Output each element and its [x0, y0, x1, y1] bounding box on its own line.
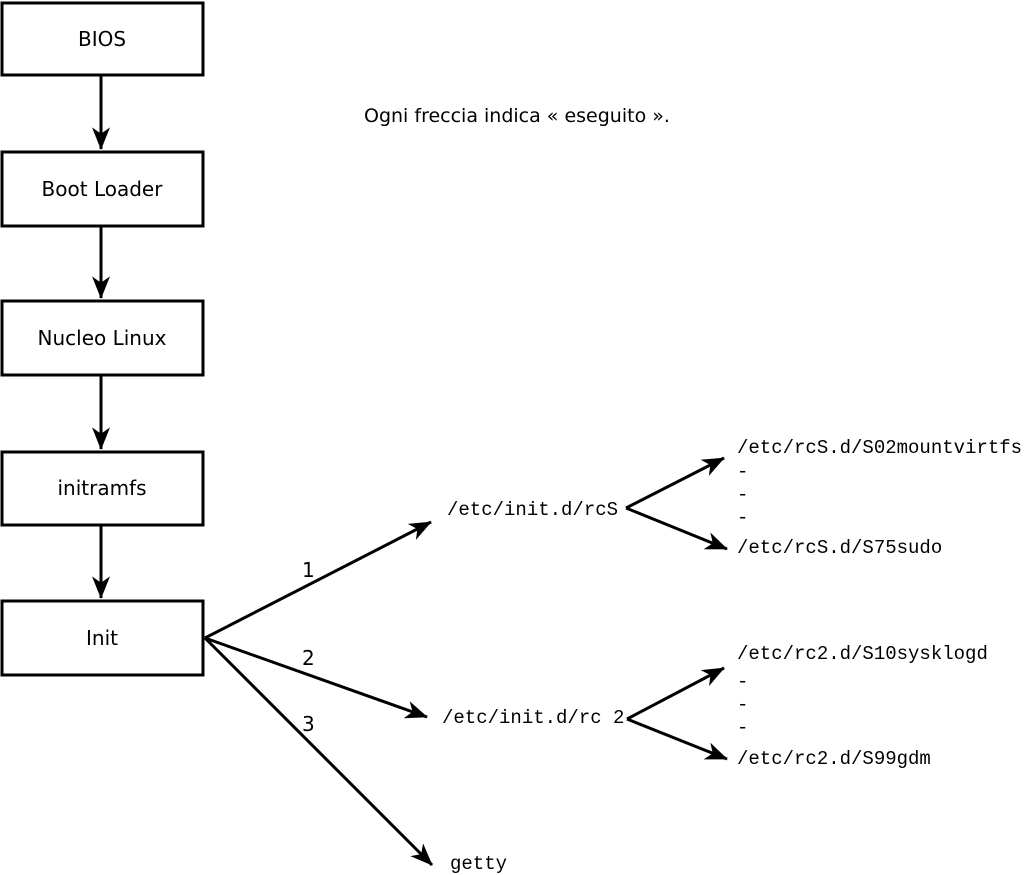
arrow-rc2-to-first-script	[626, 666, 725, 721]
box-initramfs	[0, 450, 205, 527]
rc2-ellipsis-dash-3: -	[737, 717, 748, 739]
rcs-ellipsis-dash-3: -	[737, 507, 748, 529]
path-rc2-last-script: /etc/rc2.d/S99gdm	[737, 748, 931, 770]
diagram-note: Ogni freccia indica « eseguito ».	[364, 105, 670, 127]
box-boot-loader	[0, 150, 205, 228]
rcs-ellipsis-dash-1: -	[737, 461, 748, 483]
arrow-init-to-rc2	[204, 636, 428, 719]
box-init-label: Init	[86, 626, 118, 650]
arrow-init-to-rcs	[204, 520, 432, 640]
box-bios	[0, 1, 205, 77]
box-boot-loader-label: Boot Loader	[42, 177, 164, 201]
box-initramfs-label: initramfs	[57, 476, 146, 500]
path-rc2-first-script: /etc/rc2.d/S10sysklogd	[737, 643, 988, 665]
arrow-rcs-to-last-script	[625, 506, 728, 551]
box-bios-label: BIOS	[78, 27, 126, 51]
path-etc-init-d-rc2: /etc/init.d/rc 2	[442, 707, 624, 729]
arrow-rc2-to-last-script	[626, 717, 728, 761]
path-rcs-first-script: /etc/rcS.d/S02mountvirtfs	[737, 437, 1022, 459]
branch-3-number: 3	[302, 712, 315, 736]
rc2-ellipsis-dash-1: -	[737, 671, 748, 693]
branch-2-number: 2	[302, 646, 315, 670]
box-init	[0, 599, 205, 677]
rcs-ellipsis-dash-2: -	[737, 484, 748, 506]
arrow-init-to-getty	[203, 636, 434, 867]
path-etc-init-d-rcs: /etc/init.d/rcS	[447, 499, 618, 521]
branch-1-number: 1	[302, 558, 315, 582]
box-nucleo-linux-label: Nucleo Linux	[38, 326, 167, 350]
arrow-rcs-to-first-script	[625, 456, 725, 510]
rc2-ellipsis-dash-2: -	[737, 694, 748, 716]
path-rcs-last-script: /etc/rcS.d/S75sudo	[737, 537, 942, 559]
path-getty: getty	[450, 853, 507, 875]
